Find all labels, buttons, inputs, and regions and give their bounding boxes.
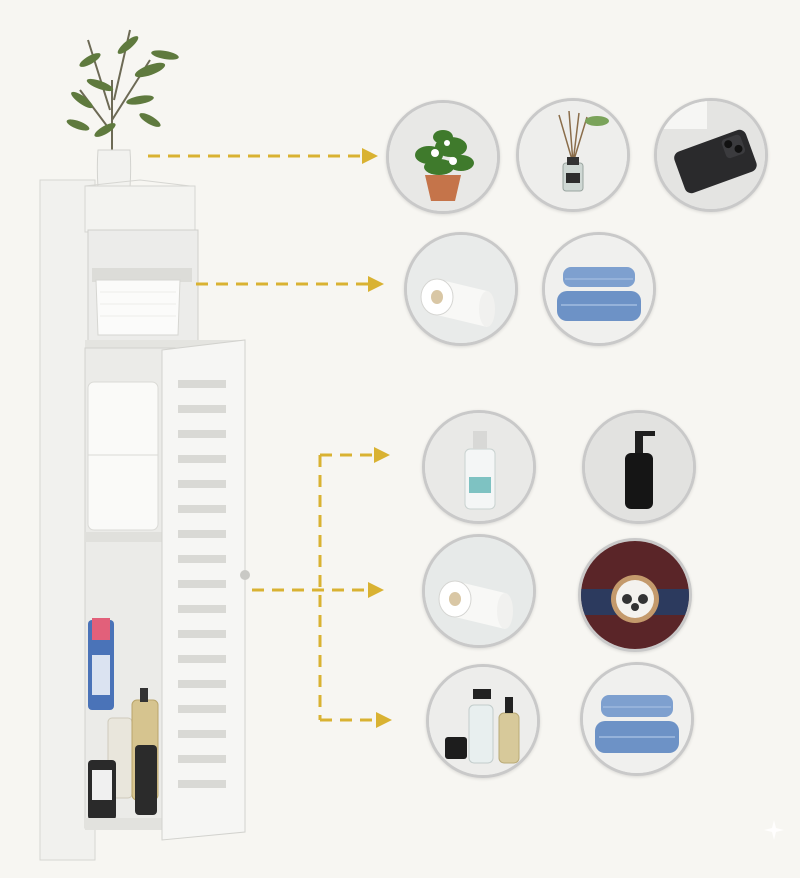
spray-bottles-icon	[429, 667, 537, 775]
arrow-head-icon	[368, 276, 384, 292]
item-circle-reed-diffuser	[516, 98, 630, 212]
vase-plant-icon	[66, 29, 179, 211]
towel-icon	[583, 665, 691, 773]
watch-icon	[581, 541, 689, 649]
phone-icon	[657, 101, 765, 209]
arrow-head-icon	[374, 447, 390, 463]
paper-roll-icon	[425, 537, 533, 645]
pump-bottle-icon	[585, 413, 693, 521]
arrow-head-icon	[376, 712, 392, 728]
item-circle-toilet-paper-roll	[404, 232, 518, 346]
item-circle-potted-plant	[386, 100, 500, 214]
item-circle-folded-blue-towels-2	[580, 662, 694, 776]
item-circle-folded-blue-towels	[542, 232, 656, 346]
item-circle-toilet-paper-roll-2	[422, 534, 536, 648]
arrow-head-icon	[362, 148, 378, 164]
item-circle-wrist-watch	[578, 538, 692, 652]
lotion-bottle-icon	[425, 413, 533, 521]
item-circle-black-pump-bottle	[582, 410, 696, 524]
plant-icon	[389, 103, 497, 211]
diffuser-icon	[519, 101, 627, 209]
item-circle-cleaning-products	[426, 664, 540, 778]
arrow-head-icon	[368, 582, 384, 598]
item-circle-lotion-bottle	[422, 410, 536, 524]
paper-roll-icon	[407, 235, 515, 343]
sparkle-icon	[764, 820, 784, 840]
item-circle-smartphone	[654, 98, 768, 212]
towel-icon	[545, 235, 653, 343]
